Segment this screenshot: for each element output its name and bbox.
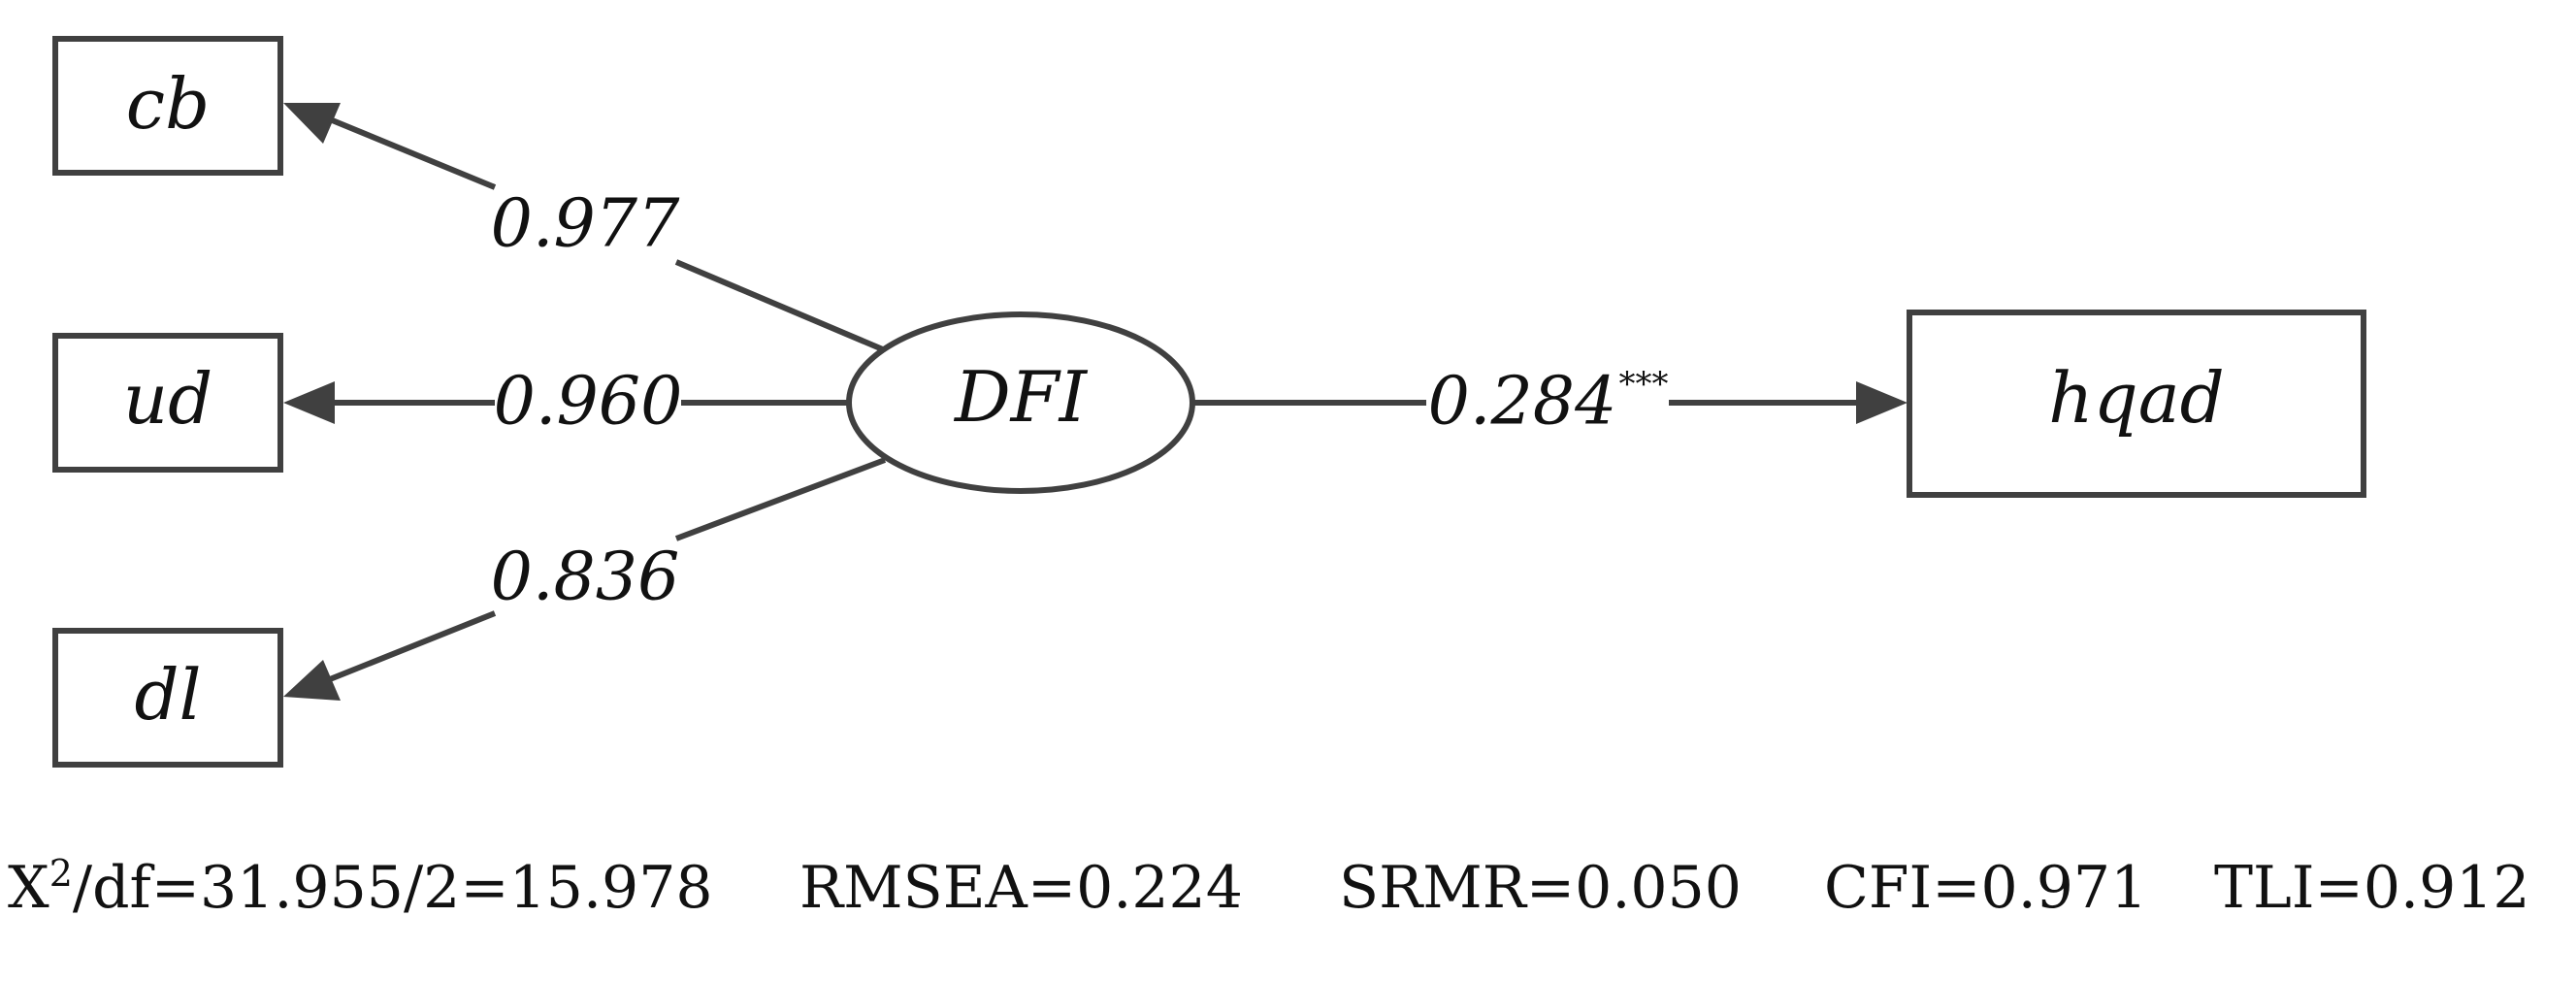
arrowhead-ud [283, 381, 335, 424]
fit-chi-superscript: 2 [49, 852, 73, 895]
fit-chi-symbol: X [8, 854, 49, 922]
fit-tli: TLI=0.912 [2214, 854, 2530, 922]
node-dfi-label: DFI [953, 356, 1089, 438]
coef-dfi-dl: 0.836 [491, 540, 680, 616]
arrowhead-hqad [1856, 381, 1908, 424]
fit-rmsea: RMSEA=0.224 [799, 854, 1243, 922]
node-cb-box [52, 36, 283, 176]
edge-dfi-cb-upper [328, 116, 497, 190]
node-ud-label: ud [123, 358, 212, 440]
node-dl-box [52, 628, 283, 768]
fit-indices-line: X2/df=31.955/2=15.978 [8, 852, 713, 922]
coef-dfi-hqad-significance: *** [1619, 365, 1669, 404]
edge-dfi-dl-lower [328, 610, 497, 682]
node-hqad-label: hqad [2048, 357, 2224, 439]
coef-dfi-cb: 0.977 [491, 186, 680, 263]
edge-dfi-cb-lower [674, 259, 887, 353]
arrowhead-cb [283, 103, 341, 144]
node-hqad-box [1907, 310, 2366, 498]
fit-srmr: SRMR=0.050 [1339, 854, 1742, 922]
node-ud-box [52, 333, 283, 473]
arrowhead-dl [283, 660, 341, 701]
node-cb-label: cb [126, 63, 210, 145]
fit-chi-value: /df=31.955/2=15.978 [73, 854, 713, 922]
fit-cfi: CFI=0.971 [1824, 854, 2147, 922]
coef-dfi-hqad: 0.284 [1428, 364, 1617, 441]
coef-dfi-ud: 0.960 [494, 364, 683, 441]
edge-dfi-dl-upper [674, 457, 887, 541]
node-dl-label: dl [134, 654, 201, 736]
